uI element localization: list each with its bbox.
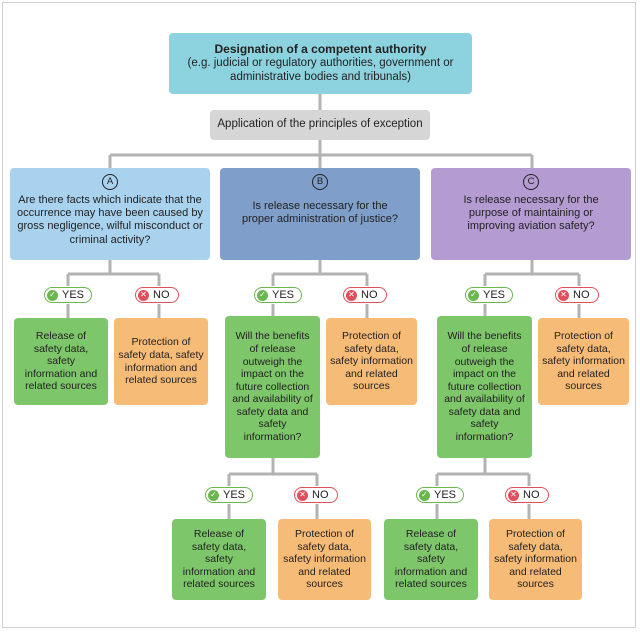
answer-c2-no: ✕ NO xyxy=(505,487,549,503)
answer-b2-no: ✕ NO xyxy=(294,487,338,503)
check-circle-icon: ✓ xyxy=(257,289,268,301)
check-circle-icon: ✓ xyxy=(47,289,58,301)
question-c-text: Is release necessary for the purpose of … xyxy=(463,194,599,233)
protection-box-b2: Protection of safety data, safety inform… xyxy=(278,519,371,600)
release-box-a: Release of safety data, safety informati… xyxy=(14,318,108,405)
answer-c2-no-label: NO xyxy=(523,489,540,501)
answer-b2-yes: ✓ YES xyxy=(205,487,253,503)
question-c-letter: C xyxy=(523,174,539,190)
benefits-box-c: Will the benefits of release outweigh th… xyxy=(437,316,532,458)
cross-circle-icon: ✕ xyxy=(508,489,519,501)
protection-box-c2: Protection of safety data, safety inform… xyxy=(489,519,582,600)
authority-box: Designation of a competent authority (e.… xyxy=(169,33,472,94)
answer-c-no-label: NO xyxy=(573,289,590,301)
question-a-box: A Are there facts which indicate that th… xyxy=(10,168,210,260)
answer-a-yes-label: YES xyxy=(62,289,85,301)
question-a-letter: A xyxy=(102,174,118,190)
answer-b-no-label: NO xyxy=(361,289,378,301)
cross-circle-icon: ✕ xyxy=(138,289,149,301)
protection-box-b: Protection of safety data, safety inform… xyxy=(326,318,417,405)
answer-c2-yes-label: YES xyxy=(434,489,457,501)
question-c-box: C Is release necessary for the purpose o… xyxy=(431,168,631,260)
authority-subtitle: (e.g. judicial or regulatory authorities… xyxy=(187,57,454,84)
principles-box: Application of the principles of excepti… xyxy=(210,110,430,140)
check-circle-icon: ✓ xyxy=(419,489,430,501)
cross-circle-icon: ✕ xyxy=(346,289,357,301)
answer-b-yes: ✓ YES xyxy=(254,287,302,303)
protection-box-a: Protection of safety data, safety inform… xyxy=(114,318,208,405)
release-box-b: Release of safety data, safety informati… xyxy=(172,519,266,600)
answer-b-no: ✕ NO xyxy=(343,287,387,303)
question-b-box: B Is release necessary for the proper ad… xyxy=(220,168,420,260)
answer-b-yes-label: YES xyxy=(272,289,295,301)
answer-a-no-label: NO xyxy=(153,289,170,301)
authority-title: Designation of a competent authority xyxy=(214,42,427,56)
answer-a-no: ✕ NO xyxy=(135,287,179,303)
check-circle-icon: ✓ xyxy=(468,289,479,301)
question-a-text: Are there facts which indicate that the … xyxy=(17,194,203,246)
release-box-c: Release of safety data, safety informati… xyxy=(384,519,478,600)
question-b-letter: B xyxy=(312,174,328,190)
benefits-box-b: Will the benefits of release outweigh th… xyxy=(225,316,320,458)
answer-b2-no-label: NO xyxy=(312,489,329,501)
answer-c-no: ✕ NO xyxy=(555,287,599,303)
answer-c-yes-label: YES xyxy=(483,289,506,301)
answer-c2-yes: ✓ YES xyxy=(416,487,464,503)
protection-box-c: Protection of safety data, safety inform… xyxy=(538,318,629,405)
answer-c-yes: ✓ YES xyxy=(465,287,513,303)
answer-b2-yes-label: YES xyxy=(223,489,246,501)
cross-circle-icon: ✕ xyxy=(558,289,569,301)
question-b-text: Is release necessary for the proper admi… xyxy=(242,200,398,226)
answer-a-yes: ✓ YES xyxy=(44,287,92,303)
check-circle-icon: ✓ xyxy=(208,489,219,501)
cross-circle-icon: ✕ xyxy=(297,489,308,501)
